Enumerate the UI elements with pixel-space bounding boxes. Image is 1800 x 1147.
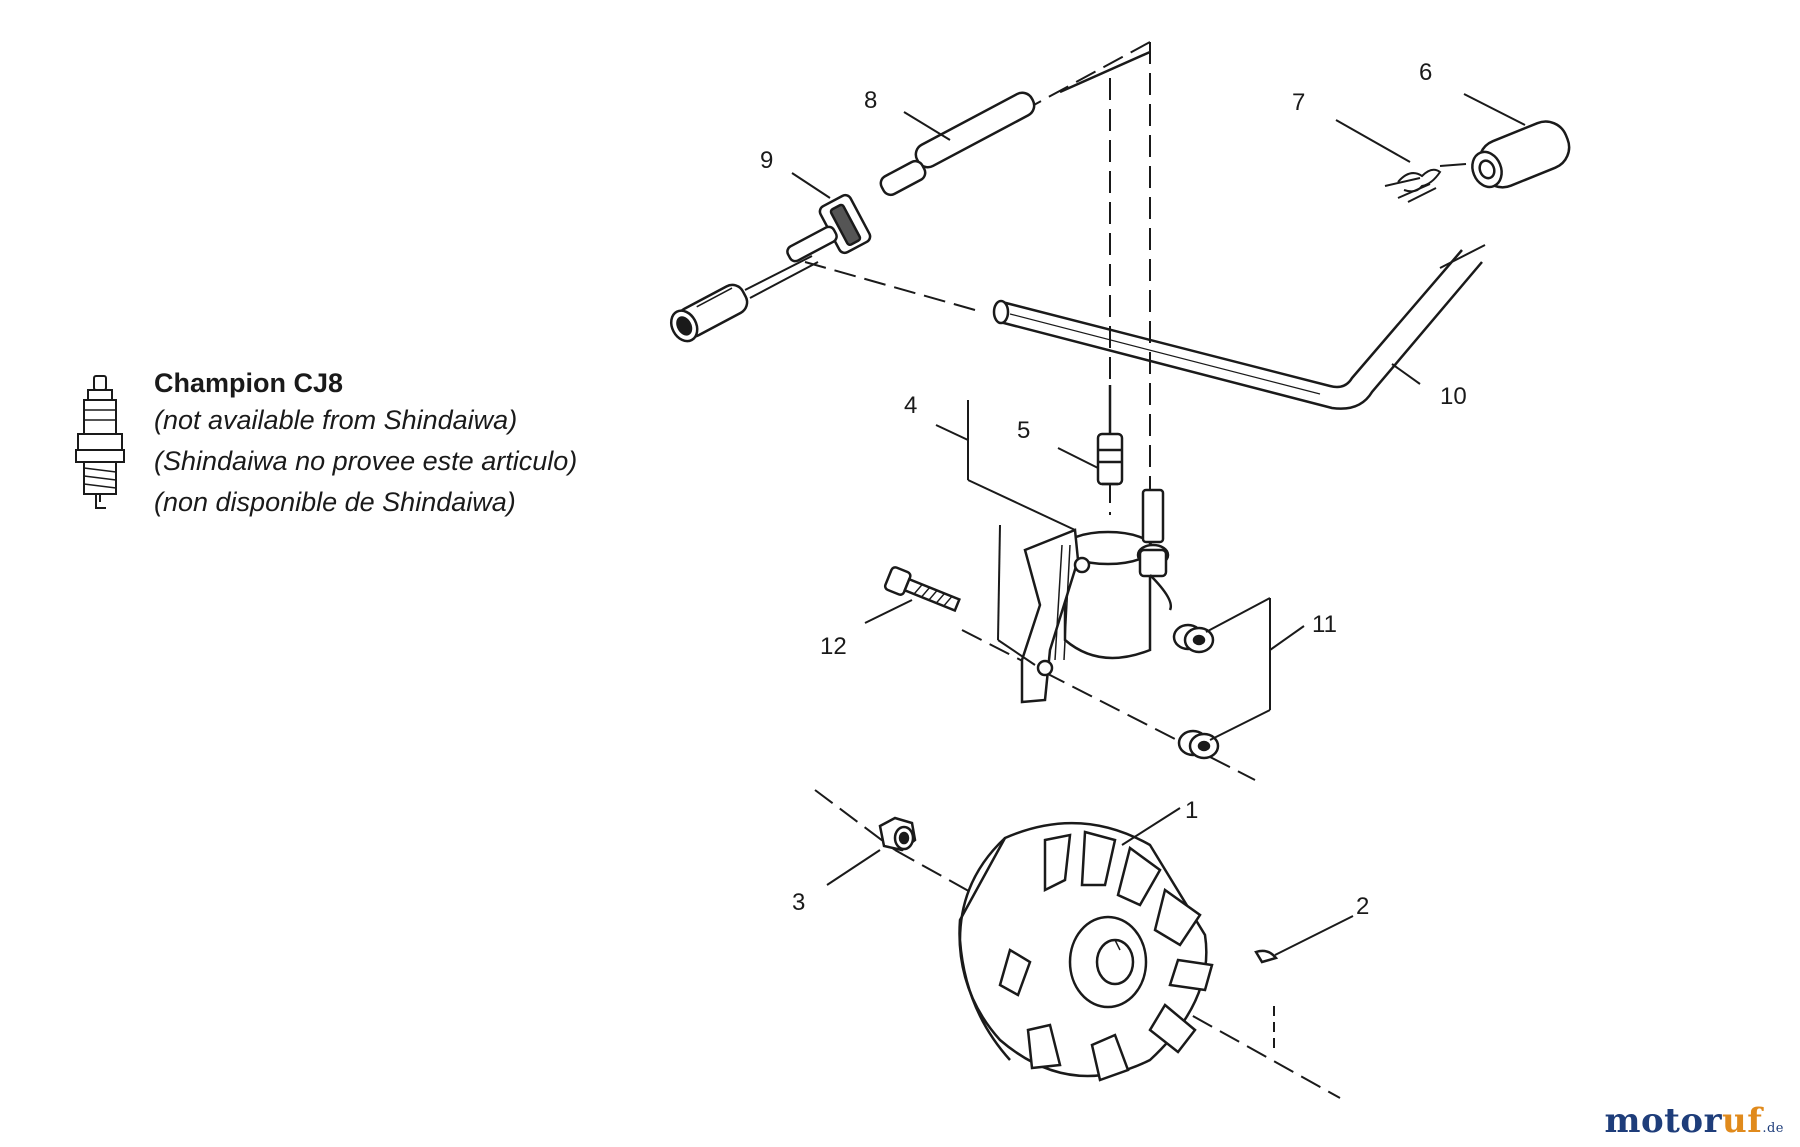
callout-labels: 1 2 3 4 5 6 7 8 9 10 11 12 [760,59,1467,920]
callout-11: 11 [1312,611,1337,638]
leader-lines [791,93,1526,1050]
watermark-tld: .de [1762,1121,1784,1136]
callout-8: 8 [864,87,877,114]
note-line-spanish: (Shindaiwa no provee este articulo) [154,446,578,476]
callout-2: 2 [1356,893,1369,920]
callout-10: 10 [1440,383,1467,410]
watermark-accent: uf [1721,1101,1763,1141]
part-3-nut [878,816,917,852]
part-6-boot [1439,120,1571,189]
part-1-flywheel [958,821,1214,1082]
part-2-key [1254,949,1279,964]
callout-3: 3 [792,889,805,916]
spark-plug-model: Champion CJ8 [154,368,344,398]
part-8-cable [879,50,1151,197]
part-9-grommet [669,193,872,343]
part-7-spring [1384,168,1442,203]
spark-plug-note: Champion CJ8 (not available from Shindai… [154,366,577,523]
spark-plug-icon [75,375,125,509]
part-4-ignition-coil [1020,488,1173,704]
callout-12: 12 [820,633,847,660]
watermark-logo: motoruf.de [1605,1101,1784,1141]
note-line-english: (not available from Shindaiwa) [154,405,518,435]
callout-5: 5 [1017,417,1030,444]
callout-9: 9 [760,147,773,174]
callout-1: 1 [1185,797,1198,824]
part-10-rod [992,244,1486,410]
part-5-connector [1096,385,1124,486]
callout-4: 4 [904,392,917,419]
part-12-bolt [883,566,961,613]
part-11-spacers [1172,623,1220,760]
callout-7: 7 [1292,89,1305,116]
note-line-french: (non disponible de Shindaiwa) [154,487,516,517]
callout-6: 6 [1419,59,1432,86]
watermark-main: motor [1604,1101,1722,1141]
